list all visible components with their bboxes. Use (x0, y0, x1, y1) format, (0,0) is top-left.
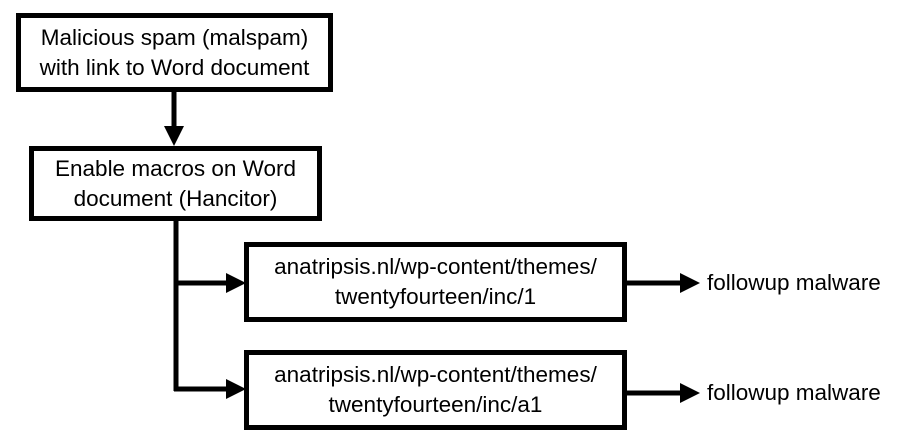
node-macros-line2: document (Hancitor) (73, 185, 278, 211)
outcome-followup-malware-1: followup malware (707, 270, 881, 295)
node-url2-line2: twentyfourteen/inc/a1 (328, 392, 543, 417)
node-url2-line1: anatripsis.nl/wp-content/themes/ (274, 362, 597, 387)
node-url1-line2: twentyfourteen/inc/1 (334, 284, 537, 309)
node-malspam-line1: Malicious spam (malspam) (40, 24, 309, 50)
node-url1-line1: anatripsis.nl/wp-content/themes/ (274, 254, 597, 279)
outcome-followup-malware-2: followup malware (707, 380, 881, 405)
node-url-1: anatripsis.nl/wp-content/themes/ twentyf… (244, 242, 627, 322)
node-macros-line1: Enable macros on Word (55, 155, 296, 181)
node-malspam-line2: with link to Word document (39, 54, 310, 80)
node-url-2: anatripsis.nl/wp-content/themes/ twentyf… (244, 350, 627, 430)
node-enable-macros: Enable macros on Word document (Hancitor… (29, 146, 322, 221)
node-malspam: Malicious spam (malspam) with link to Wo… (16, 13, 333, 92)
